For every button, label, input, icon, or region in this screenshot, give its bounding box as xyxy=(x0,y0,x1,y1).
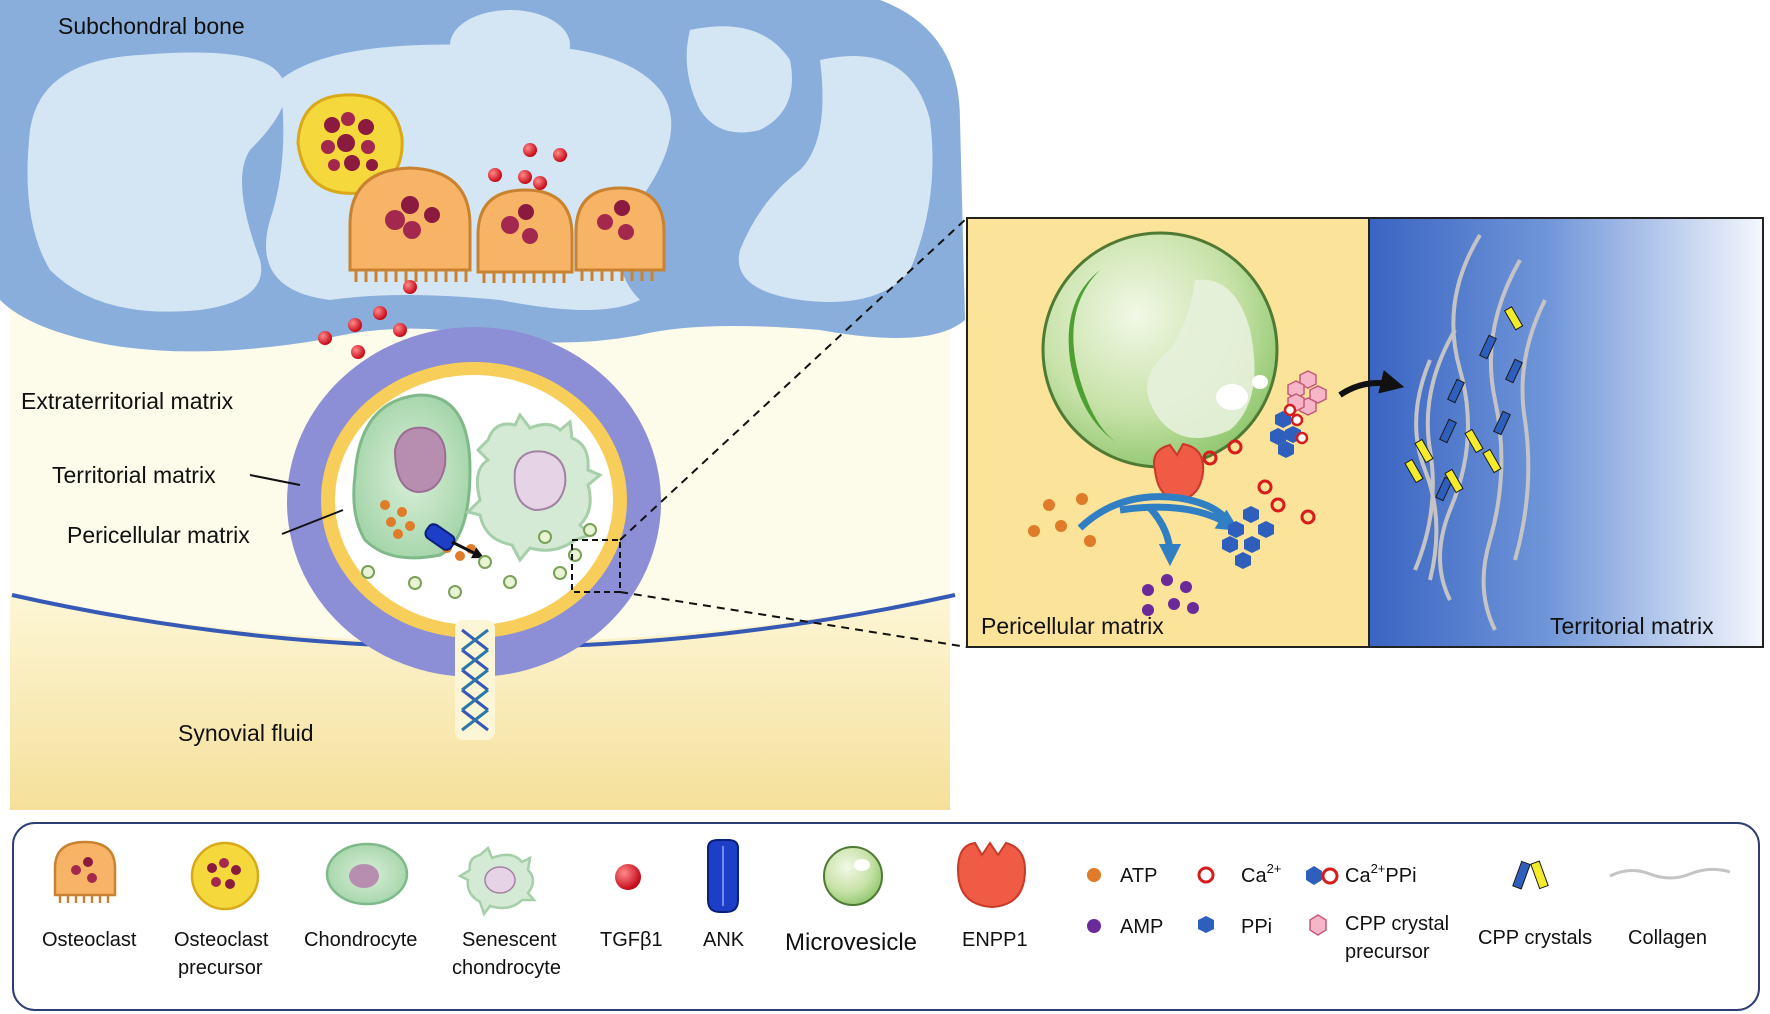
legend-tgfb1-label: TGFβ1 xyxy=(600,929,663,951)
legend-ca-ppi-label: Ca2+PPi xyxy=(1345,861,1417,887)
legend-chondrocyte-label: Chondrocyte xyxy=(304,929,417,951)
legend-atp-label: ATP xyxy=(1120,865,1157,887)
ppi-icon xyxy=(1198,916,1214,933)
legend-collagen-label: Collagen xyxy=(1628,927,1707,949)
inset-territorial-region xyxy=(1369,218,1763,647)
legend-cpp-crystals-label: CPP crystals xyxy=(1478,927,1592,949)
bone-marrow-cavity xyxy=(738,56,933,302)
osteoclast-precursor-cell xyxy=(296,93,404,195)
tgfb1-icon xyxy=(615,864,641,890)
extraterritorial-matrix-label: Extraterritorial matrix xyxy=(21,388,234,414)
atp-particles xyxy=(1028,493,1096,547)
collagen-icon xyxy=(1609,867,1731,880)
osteoclast-cell xyxy=(574,186,666,281)
legend-senescent-line2: chondrocyte xyxy=(452,957,561,979)
legend-ca-ppi-superscript: 2+ xyxy=(1371,861,1386,876)
bone-marrow-cavity xyxy=(450,10,570,80)
legend-ca-text: Ca xyxy=(1241,865,1267,887)
subchondral-bone-label: Subchondral bone xyxy=(58,13,245,39)
enpp1-icon xyxy=(956,841,1027,909)
legend-ca-superscript: 2+ xyxy=(1267,861,1282,876)
tgfb1-particles xyxy=(318,143,567,359)
legend-amp-label: AMP xyxy=(1120,916,1163,938)
export-arrow xyxy=(1338,370,1405,398)
legend-enpp1-label: ENPP1 xyxy=(962,929,1028,951)
reaction-arrow-to-amp xyxy=(1147,505,1182,567)
calcium-icon xyxy=(1197,866,1215,884)
bone-marrow-cavity xyxy=(686,26,792,133)
reaction-arrow-to-ppi xyxy=(1119,503,1240,531)
osteoclast-cell xyxy=(348,166,472,282)
pericellular-leader-line xyxy=(281,509,344,535)
enpp1-enzyme xyxy=(1153,442,1205,502)
legend: Osteoclast Osteoclast precursor Chondroc… xyxy=(12,822,1760,1011)
ank-transporter xyxy=(424,523,485,559)
senescent-chondrocyte-cell xyxy=(465,412,603,563)
inset-territorial-label: Territorial matrix xyxy=(1550,613,1714,639)
cpp-crystals xyxy=(1404,306,1524,502)
cpp-crystal-precursor-icon xyxy=(1309,914,1327,936)
inset-pericellular-label: Pericellular matrix xyxy=(981,613,1164,639)
inset-frame xyxy=(966,217,1764,648)
collagen-fibers xyxy=(1413,233,1547,631)
amp-particles xyxy=(1142,574,1199,616)
microvesicle-particles xyxy=(361,523,597,599)
pericellular-matrix-label: Pericellular matrix xyxy=(67,522,250,548)
legend-frame xyxy=(12,822,1760,1011)
legend-osteoclast-precursor-line2: precursor xyxy=(178,957,263,979)
synovial-fluid-label: Synovial fluid xyxy=(178,720,314,746)
microvesicle xyxy=(1041,231,1279,469)
legend-microvesicle-label: Microvesicle xyxy=(785,929,917,956)
atp-icon xyxy=(1087,868,1101,882)
ca-ppi-cluster xyxy=(1270,403,1309,458)
ppi-particles xyxy=(1222,506,1274,569)
osteoclast-cell xyxy=(476,188,574,283)
amp-icon xyxy=(1087,919,1101,933)
legend-osteoclast-label: Osteoclast xyxy=(42,929,137,951)
legend-osteoclast-precursor-line1: Osteoclast xyxy=(174,929,269,951)
legend-calcium-label: Ca2+ xyxy=(1241,861,1281,887)
chondrocyte-cell xyxy=(352,393,472,560)
legend-cpp-precursor-line2: precursor xyxy=(1345,941,1430,963)
legend-ppi-label: PPi xyxy=(1241,916,1272,938)
legend-cpp-precursor-line1: CPP crystal xyxy=(1345,913,1449,935)
collagen-fibril xyxy=(455,620,495,740)
territorial-matrix-label: Territorial matrix xyxy=(52,462,216,488)
legend-ca-ppi-ca: Ca xyxy=(1345,865,1371,887)
ca-ppi-icon xyxy=(1306,866,1339,885)
legend-ank-label: ANK xyxy=(703,929,745,951)
bone-marrow-cavity xyxy=(27,52,286,312)
calcium-ions xyxy=(1202,439,1316,525)
zoom-connector xyxy=(619,591,968,648)
territorial-leader-line xyxy=(249,474,301,486)
legend-senescent-line1: Senescent xyxy=(462,929,557,951)
ank-icon xyxy=(707,839,739,913)
cpp-crystals-icon xyxy=(1512,860,1549,890)
osteoclast-icon xyxy=(53,840,117,903)
inset-panel: Pericellular matrix Territorial matrix xyxy=(966,217,1764,648)
zoom-connector xyxy=(619,217,968,541)
chondrocyte-icon xyxy=(325,842,409,906)
microvesicle-icon xyxy=(823,846,883,906)
main-panel: Subchondral bone xyxy=(0,0,968,810)
zoom-box xyxy=(571,539,621,593)
osteoclast-precursor-icon xyxy=(190,841,260,911)
legend-ca-ppi-ppi: PPi xyxy=(1385,865,1416,887)
senescent-chondrocyte-icon xyxy=(457,845,537,917)
